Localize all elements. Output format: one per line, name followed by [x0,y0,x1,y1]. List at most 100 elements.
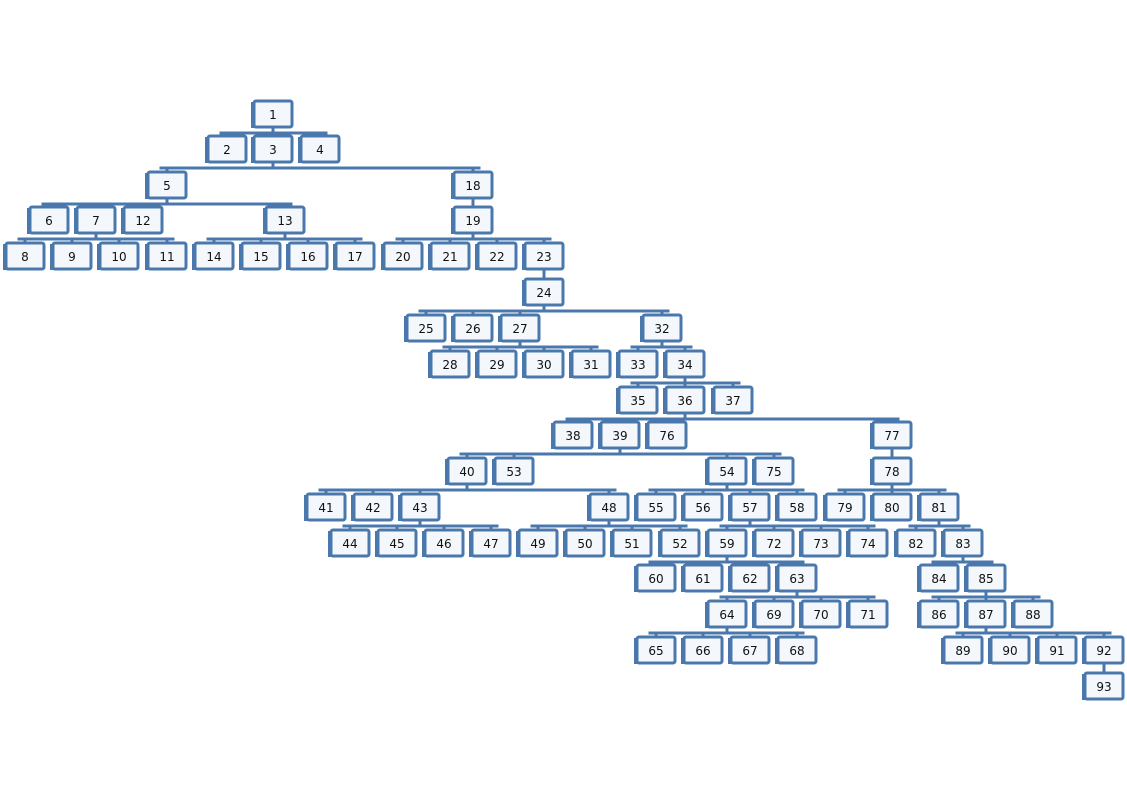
tree-node-10: 10 [97,241,140,271]
node-label: 86 [931,608,946,622]
tree-node-54: 54 [705,456,748,486]
tree-node-68: 68 [775,635,818,665]
node-label: 41 [318,501,333,515]
node-label: 55 [648,501,663,515]
node-box [729,492,771,522]
tree-node-18: 18 [451,170,494,200]
node-box [146,241,188,271]
node-label: 32 [654,322,669,336]
node-label: 50 [577,537,592,551]
node-box [706,528,748,558]
node-label: 84 [931,572,946,586]
tree-node-26: 26 [451,313,494,343]
tree-node-17: 17 [333,241,376,271]
node-label: 33 [630,358,645,372]
node-label: 21 [442,250,457,264]
tree-node-7: 7 [74,205,117,235]
tree-node-65: 65 [634,635,677,665]
node-label: 54 [719,465,734,479]
node-label: 31 [583,358,598,372]
tree-node-58: 58 [775,492,818,522]
tree-node-70: 70 [799,599,842,629]
tree-node-29: 29 [475,349,518,379]
node-label: 53 [506,465,521,479]
tree-node-50: 50 [563,528,606,558]
node-box [682,635,724,665]
tree-node-12: 12 [121,205,164,235]
node-label: 36 [677,394,692,408]
node-box [493,456,535,486]
node-box [682,492,724,522]
tree-node-44: 44 [328,528,371,558]
node-label: 70 [813,608,828,622]
tree-node-67: 67 [728,635,771,665]
node-box [776,635,818,665]
node-label: 1 [269,108,277,122]
node-box [476,241,518,271]
node-box [918,599,960,629]
node-label: 52 [672,537,687,551]
node-box [800,599,842,629]
node-box [429,349,471,379]
tree-node-91: 91 [1035,635,1078,665]
node-box [664,385,706,415]
tree-node-78: 78 [870,456,913,486]
node-label: 72 [766,537,781,551]
node-box [564,528,606,558]
node-label: 6 [45,214,53,228]
tree-node-39: 39 [598,420,641,450]
node-box [942,528,984,558]
node-label: 29 [489,358,504,372]
node-label: 39 [612,429,627,443]
node-box [452,205,494,235]
node-label: 77 [884,429,899,443]
tree-node-79: 79 [823,492,866,522]
node-box [51,241,93,271]
node-label: 68 [789,644,804,658]
node-label: 83 [955,537,970,551]
node-box [252,134,294,164]
node-label: 90 [1002,644,1017,658]
node-box [499,313,541,343]
tree-node-92: 92 [1082,635,1125,665]
node-label: 82 [908,537,923,551]
node-label: 7 [92,214,100,228]
node-label: 16 [300,250,315,264]
node-label: 46 [436,537,451,551]
node-label: 80 [884,501,899,515]
tree-node-2: 2 [205,134,248,164]
tree-node-19: 19 [451,205,494,235]
node-label: 4 [316,143,324,157]
node-label: 61 [695,572,710,586]
tree-node-60: 60 [634,563,677,593]
node-label: 75 [766,465,781,479]
node-box [206,134,248,164]
node-box [305,492,347,522]
node-label: 5 [163,179,171,193]
node-label: 74 [860,537,875,551]
tree-node-11: 11 [145,241,188,271]
node-box [706,456,748,486]
tree-node-43: 43 [398,492,441,522]
tree-node-62: 62 [728,563,771,593]
tree-node-38: 38 [551,420,594,450]
tree-node-52: 52 [658,528,701,558]
node-box [240,241,282,271]
node-label: 88 [1025,608,1040,622]
node-box [611,528,653,558]
node-label: 65 [648,644,663,658]
node-box [423,528,465,558]
node-box [570,349,612,379]
node-box [664,349,706,379]
node-box [871,420,913,450]
node-box [753,528,795,558]
node-box [75,205,117,235]
tree-node-48: 48 [587,492,630,522]
node-label: 24 [536,286,551,300]
tree-node-57: 57 [728,492,771,522]
node-box [942,635,984,665]
tree-node-85: 85 [964,563,1007,593]
node-label: 19 [465,214,480,228]
tree-node-9: 9 [50,241,93,271]
